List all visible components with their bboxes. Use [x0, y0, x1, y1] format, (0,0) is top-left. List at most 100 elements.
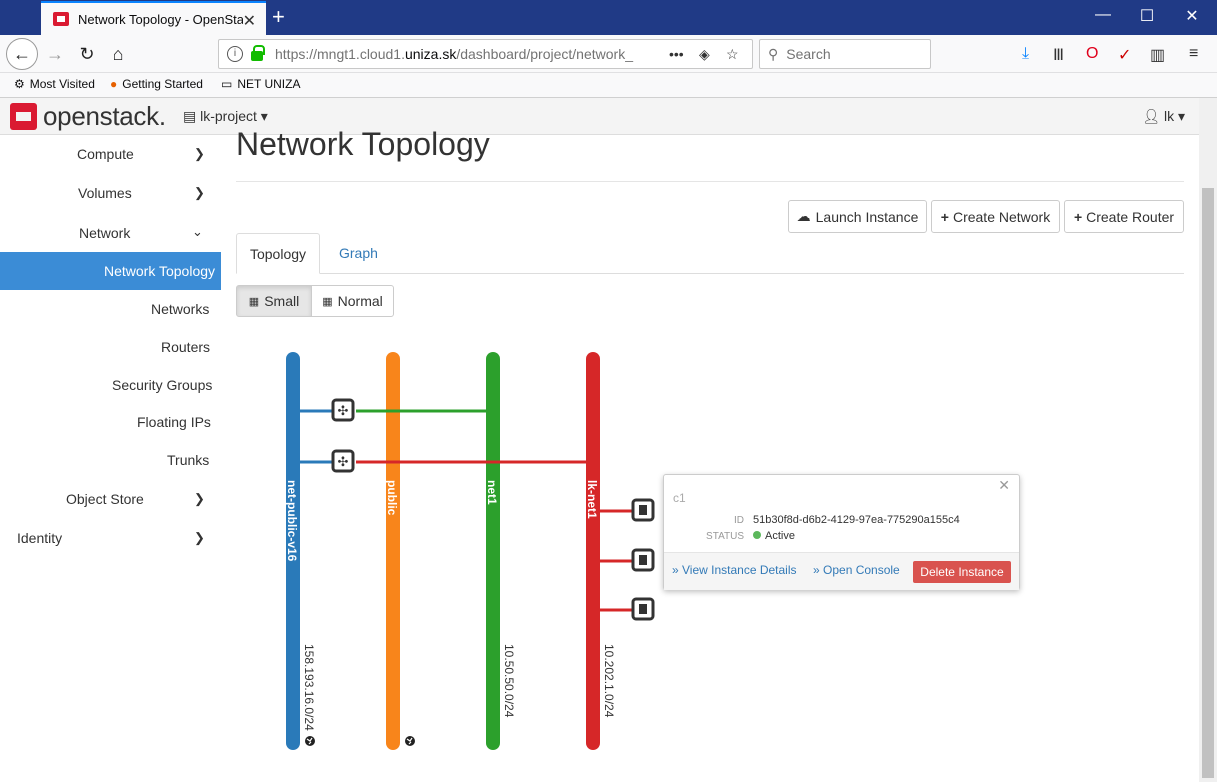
project-selector[interactable]: ▤ lk-project ▾ — [183, 108, 268, 124]
reload-icon[interactable]: ↻ — [79, 43, 95, 64]
delete-instance-button[interactable]: Delete Instance — [913, 561, 1011, 583]
close-window-icon[interactable]: ✕ — [1185, 8, 1199, 25]
network-bar-lk-net1[interactable]: lk-net1 10.202.1.0/24 — [585, 352, 616, 750]
network-cidr-label: 158.193.16.0/24 — [302, 644, 316, 731]
plus-icon: + — [1073, 208, 1083, 225]
router-node-1[interactable]: ✣ — [331, 398, 355, 422]
user-menu[interactable]: 👤︎ lk ▾ — [1142, 108, 1185, 124]
tab-graph[interactable]: Graph — [339, 245, 378, 261]
create-router-button[interactable]: +Create Router — [1064, 200, 1184, 233]
launch-instance-button[interactable]: ☁Launch Instance — [788, 200, 927, 233]
library-icon[interactable]: Ⅲ — [1053, 47, 1065, 64]
network-name-label: lk-net1 — [585, 480, 599, 519]
chevron-right-icon[interactable]: ❯ — [194, 185, 205, 200]
cloud-upload-icon: ☁ — [796, 208, 811, 224]
close-icon[interactable]: ✕ — [998, 477, 1010, 493]
maximize-icon[interactable]: ☐ — [1139, 8, 1155, 25]
sidebar-item-floating-ips[interactable]: Floating IPs — [137, 414, 211, 430]
view-tabs — [236, 233, 1184, 274]
chevron-down-icon[interactable]: ⌄ — [192, 224, 203, 239]
open-console-link[interactable]: » Open Console — [813, 563, 900, 577]
instance-node-2[interactable] — [631, 548, 655, 572]
router-icon: ✣ — [338, 455, 349, 470]
extension-icon[interactable]: ✓ — [1118, 47, 1132, 64]
download-icon[interactable]: ⤓ — [1022, 45, 1030, 62]
sidebar-item-network-topology[interactable]: Network Topology — [0, 252, 221, 290]
navigation-toolbar: ← → ↻ ⌂ i https://mngt1.cloud1.uniza.sk/… — [0, 35, 1217, 73]
openstack-favicon-icon — [53, 12, 69, 26]
sidebar-item-object-store[interactable]: Object Store — [66, 491, 144, 507]
sidebar-toggle-icon[interactable]: ▥ — [1150, 47, 1166, 64]
site-info-icon[interactable]: i — [227, 46, 243, 62]
firefox-icon: ● — [110, 77, 118, 91]
network-name-label: public — [385, 480, 399, 516]
sidebar-item-routers[interactable]: Routers — [161, 339, 211, 355]
page-actions-icon[interactable]: ••• — [669, 46, 684, 62]
instance-popup: c1 ✕ ID 51b30f8d-d6b2-4129-97ea-775290a1… — [663, 474, 1020, 590]
router-node-2[interactable]: ✣ — [331, 449, 355, 473]
bookmark-getting-started[interactable]: ●Getting Started — [110, 77, 203, 91]
minimize-icon[interactable]: — — [1095, 6, 1111, 23]
server-icon — [639, 555, 647, 565]
url-text[interactable]: https://mngt1.cloud1.uniza.sk/dashboard/… — [275, 46, 633, 62]
gear-icon: ⚙ — [14, 77, 25, 91]
id-label: ID — [734, 515, 744, 526]
bookmark-star-icon[interactable]: ☆ — [726, 46, 739, 62]
url-bar[interactable]: i https://mngt1.cloud1.uniza.sk/dashboar… — [218, 39, 753, 69]
browser-tab[interactable]: Network Topology - OpenStack ✕ — [41, 1, 266, 35]
instance-node-c1[interactable] — [631, 498, 655, 522]
forward-icon[interactable]: → — [46, 43, 64, 64]
tab-close-icon[interactable]: ✕ — [242, 13, 256, 30]
back-icon[interactable]: ← — [6, 38, 38, 70]
menu-icon[interactable]: ≡ — [1189, 45, 1199, 62]
bookmarks-toolbar: ⚙Most Visited ●Getting Started ▭NET UNIZ… — [0, 73, 1217, 98]
page-title: Network Topology — [236, 126, 490, 162]
openstack-header: openstack. ▤ lk-project ▾ 👤︎ lk ▾ — [0, 98, 1199, 135]
grid-small-icon: ▦ — [248, 295, 260, 308]
status-label: STATUS — [706, 531, 744, 542]
popup-footer: » View Instance Details » Open Console D… — [664, 552, 1019, 590]
user-icon: 👤︎ — [1142, 108, 1164, 124]
chevron-right-icon[interactable]: ❯ — [194, 146, 205, 161]
page-scrollbar[interactable] — [1199, 98, 1217, 782]
opera-icon[interactable]: O — [1086, 45, 1099, 62]
bookmark-most-visited[interactable]: ⚙Most Visited — [14, 77, 95, 91]
network-cidr-label: 10.202.1.0/24 — [602, 644, 616, 718]
new-tab-icon[interactable]: + — [272, 4, 285, 29]
sidebar-item-trunks[interactable]: Trunks — [167, 452, 210, 468]
sidebar-item-compute[interactable]: Compute — [77, 146, 134, 162]
server-icon — [639, 604, 647, 614]
view-instance-details-link[interactable]: » View Instance Details — [672, 563, 797, 577]
size-small-toggle[interactable]: ▦Small — [236, 285, 312, 317]
window-titlebar: Network Topology - OpenStack ✕ + — ☐ ✕ — [0, 0, 1217, 35]
sidebar-item-volumes[interactable]: Volumes — [78, 185, 132, 201]
search-input[interactable]: ⚲ Search — [759, 39, 931, 69]
globe-icon-detail — [406, 737, 413, 745]
pocket-icon[interactable]: ◈ — [699, 46, 710, 62]
tab-topology[interactable]: Topology — [236, 233, 320, 274]
instance-node-3[interactable] — [631, 597, 655, 621]
bookmark-net-uniza[interactable]: ▭NET UNIZA — [221, 77, 301, 91]
create-network-button[interactable]: +Create Network — [931, 200, 1060, 233]
home-icon[interactable]: ⌂ — [112, 43, 124, 64]
openstack-logo-icon[interactable] — [10, 103, 37, 130]
chevron-right-icon[interactable]: ❯ — [194, 491, 205, 506]
folder-icon: ▭ — [221, 77, 233, 91]
openstack-logo-text[interactable]: openstack. — [43, 101, 166, 131]
router-links — [286, 409, 634, 612]
sidebar-item-identity[interactable]: Identity — [17, 530, 63, 546]
title-divider — [236, 181, 1184, 182]
sidebar-item-security-groups[interactable]: Security Groups — [112, 377, 213, 393]
scrollbar-thumb[interactable] — [1202, 188, 1214, 778]
project-icon: ▤ — [183, 108, 201, 124]
grid-large-icon: ▦ — [322, 295, 333, 308]
sidebar-item-network[interactable]: Network — [79, 225, 131, 241]
network-bar-public[interactable]: public — [385, 352, 415, 750]
chevron-right-icon[interactable]: ❯ — [194, 530, 205, 545]
id-value: 51b30f8d-d6b2-4129-97ea-775290a155c4 — [753, 514, 960, 526]
sidebar-item-networks[interactable]: Networks — [151, 301, 210, 317]
size-normal-toggle[interactable]: ▦Normal — [311, 285, 394, 317]
